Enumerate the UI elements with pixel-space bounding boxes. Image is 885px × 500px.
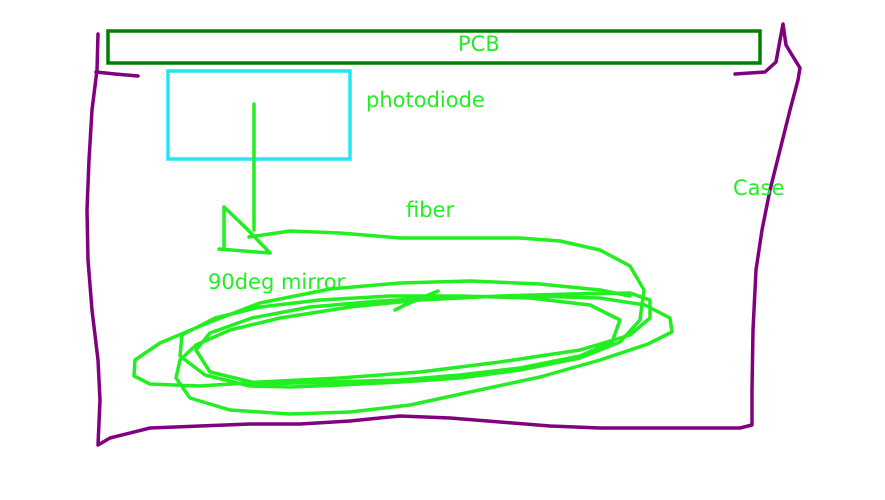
fiber-label: fiber	[406, 198, 455, 222]
case-outline	[85, 22, 802, 447]
photodiode-label: photodiode	[366, 88, 485, 112]
case-top-left-edge	[94, 70, 140, 78]
pcb-board	[106, 29, 762, 65]
fiber-coil	[132, 229, 674, 416]
pcb-label: PCB	[458, 32, 500, 56]
mirror-triangle	[217, 205, 272, 255]
mirror-label: 90deg mirror	[208, 270, 346, 294]
photodiode-box	[166, 69, 352, 161]
case-label: Case	[733, 176, 785, 200]
fiber-end	[393, 289, 440, 312]
